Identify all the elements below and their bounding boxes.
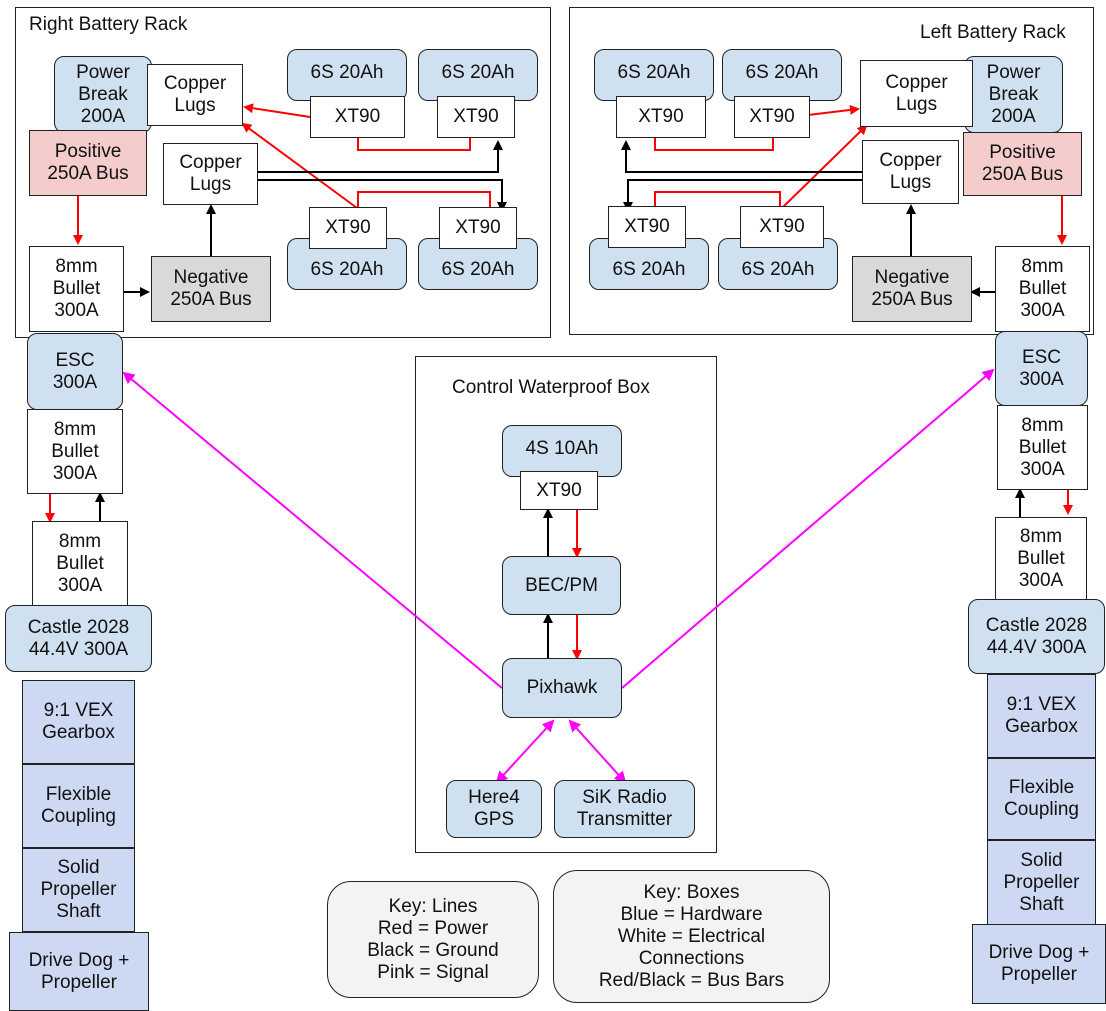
- left-battery-top-right-label: 6S 20Ah: [745, 62, 819, 83]
- left-flexible-coupling: Flexible Coupling: [22, 764, 135, 848]
- left-gearbox: 9:1 VEX Gearbox: [22, 680, 135, 764]
- left-rack-title: Left Battery Rack: [920, 22, 1066, 43]
- right-motor: Castle 2028 44.4V 300A: [968, 599, 1105, 674]
- right-power-break: Power Break 200A: [54, 56, 152, 133]
- left-negative-bus: Negative 250A Bus: [852, 256, 972, 322]
- left-battery-top-left: 6S 20Ah: [594, 49, 714, 101]
- right-xt90-bottom-right: XT90: [439, 207, 517, 249]
- left-xt90-bottom-left: XT90: [608, 206, 686, 248]
- left-chain-bullet-a: 8mm Bullet 300A: [27, 409, 123, 494]
- right-xt90-top-left: XT90: [310, 96, 405, 138]
- control-radio: SiK Radio Transmitter: [554, 780, 695, 838]
- right-xt90-top-right: XT90: [437, 96, 515, 138]
- left-copper-lugs-top: Copper Lugs: [860, 60, 973, 127]
- left-drive-dog-propeller: Drive Dog + Propeller: [9, 932, 149, 1011]
- right-propeller-shaft: Solid Propeller Shaft: [987, 840, 1096, 925]
- key-boxes-bus: Red/Black = Bus Bars: [598, 969, 785, 991]
- right-battery-bottom-right-label: 6S 20Ah: [441, 259, 515, 280]
- right-rack-bullet: 8mm Bullet 300A: [29, 246, 124, 332]
- left-esc: ESC 300A: [27, 333, 123, 410]
- left-battery-top-left-label: 6S 20Ah: [617, 62, 691, 83]
- right-chain-bullet-a: 8mm Bullet 300A: [997, 405, 1088, 490]
- right-battery-rack-frame: [15, 7, 551, 338]
- right-copper-lugs-top: Copper Lugs: [147, 64, 243, 126]
- key-boxes-title: Key: Boxes: [643, 881, 740, 903]
- left-propeller-shaft: Solid Propeller Shaft: [22, 848, 135, 932]
- right-positive-bus: Positive 250A Bus: [29, 130, 147, 196]
- key-boxes-blue: Blue = Hardware: [620, 903, 763, 925]
- control-xt90: XT90: [520, 471, 598, 510]
- control-box-title: Control Waterproof Box: [452, 377, 650, 398]
- left-rack-bullet: 8mm Bullet 300A: [995, 246, 1090, 332]
- right-battery-top-right-label: 6S 20Ah: [441, 62, 515, 83]
- control-pixhawk: Pixhawk: [502, 658, 622, 718]
- left-battery-top-right: 6S 20Ah: [722, 49, 842, 101]
- key-lines-title: Key: Lines: [388, 895, 478, 917]
- left-chain-bullet-b: 8mm Bullet 300A: [32, 521, 128, 606]
- left-battery-bottom-right-label: 6S 20Ah: [741, 259, 815, 280]
- right-battery-bottom-left-label: 6S 20Ah: [310, 259, 384, 280]
- left-xt90-top-left: XT90: [616, 96, 706, 138]
- right-drive-dog-propeller: Drive Dog + Propeller: [972, 924, 1106, 1004]
- key-lines: Key: Lines Red = Power Black = Ground Pi…: [327, 881, 539, 998]
- right-rack-title: Right Battery Rack: [29, 14, 188, 35]
- control-bec-pm: BEC/PM: [502, 556, 621, 615]
- right-copper-lugs-mid: Copper Lugs: [163, 143, 258, 205]
- control-battery: 4S 10Ah: [502, 425, 622, 477]
- left-positive-bus: Positive 250A Bus: [963, 132, 1082, 196]
- left-power-break: Power Break 200A: [964, 56, 1063, 133]
- right-xt90-bottom-left: XT90: [309, 207, 387, 249]
- right-battery-top-right: 6S 20Ah: [418, 49, 538, 101]
- left-battery-bottom-left-label: 6S 20Ah: [612, 259, 686, 280]
- control-battery-label: 4S 10Ah: [525, 438, 599, 459]
- key-lines-pink: Pink = Signal: [377, 961, 489, 983]
- right-chain-bullet-b: 8mm Bullet 300A: [995, 517, 1087, 600]
- left-copper-lugs-mid: Copper Lugs: [862, 140, 959, 204]
- left-motor: Castle 2028 44.4V 300A: [5, 605, 152, 672]
- left-xt90-bottom-right: XT90: [740, 206, 824, 248]
- right-gearbox: 9:1 VEX Gearbox: [987, 674, 1096, 758]
- right-battery-top-left-label: 6S 20Ah: [310, 62, 384, 83]
- left-battery-rack-frame: [569, 7, 1094, 335]
- key-boxes: Key: Boxes Blue = Hardware White = Elect…: [553, 870, 830, 1003]
- right-battery-top-left: 6S 20Ah: [287, 49, 407, 101]
- right-esc: ESC 300A: [995, 331, 1088, 406]
- right-negative-bus: Negative 250A Bus: [151, 256, 271, 322]
- key-lines-red: Red = Power: [377, 917, 489, 939]
- control-gps: Here4 GPS: [446, 780, 542, 838]
- left-xt90-top-right: XT90: [734, 96, 810, 138]
- key-boxes-connections: Connections: [638, 947, 745, 969]
- key-boxes-white: White = Electrical: [617, 925, 766, 947]
- right-flexible-coupling: Flexible Coupling: [987, 758, 1096, 840]
- key-lines-black: Black = Ground: [367, 939, 499, 961]
